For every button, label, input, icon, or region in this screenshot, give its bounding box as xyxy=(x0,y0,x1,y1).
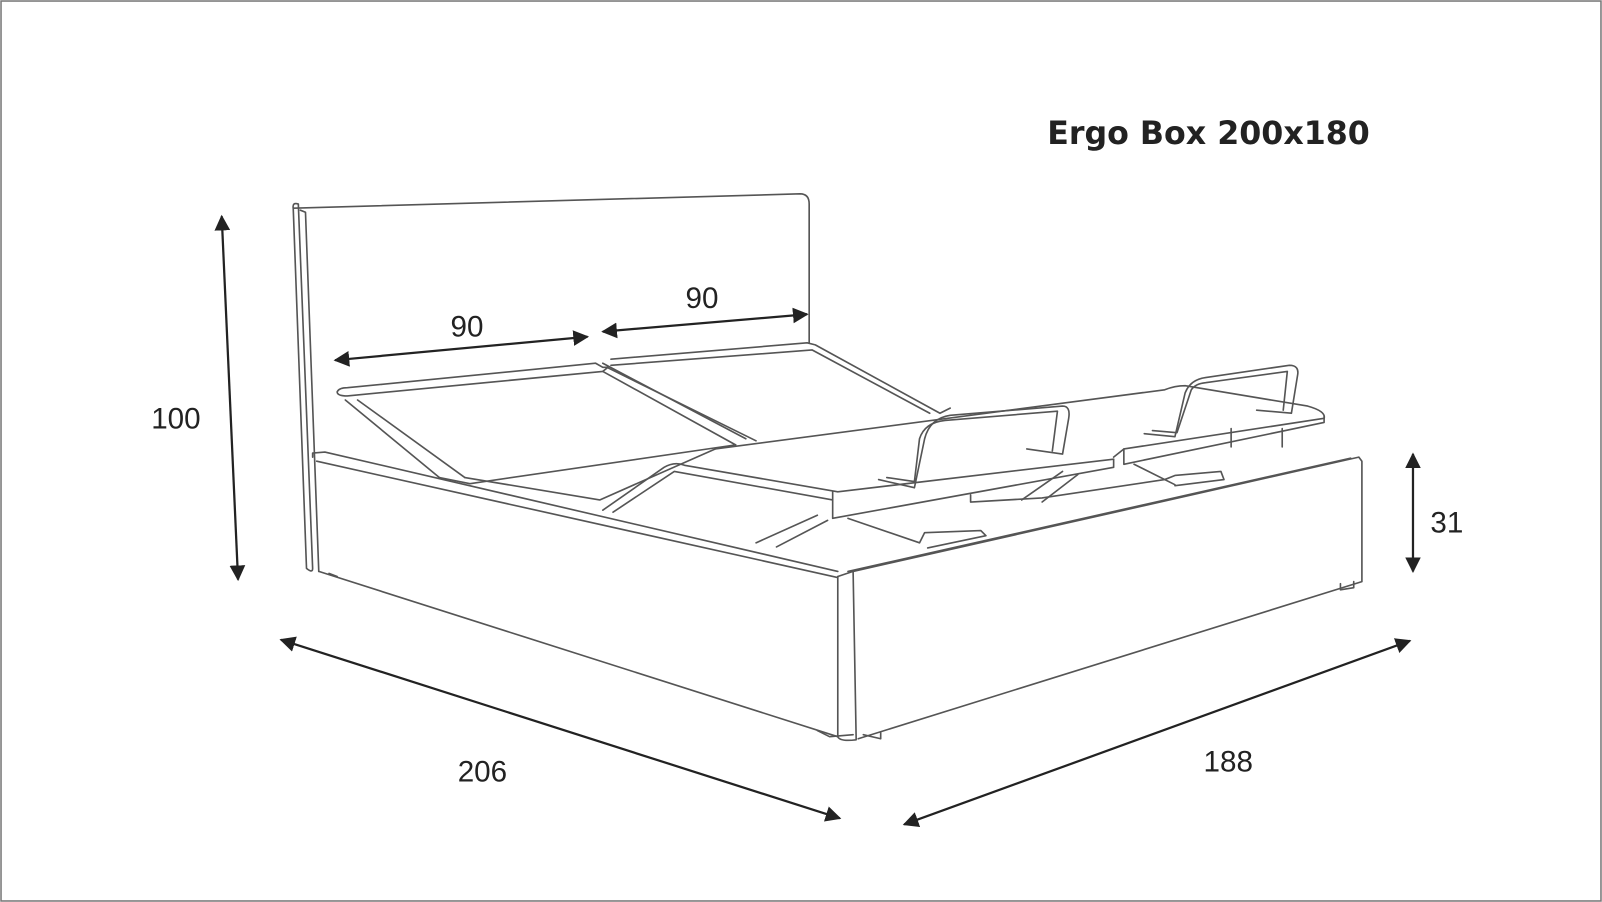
width-label: 188 xyxy=(1204,745,1253,778)
length-arrow xyxy=(279,636,842,822)
right-segment-label: 90 xyxy=(686,282,719,315)
left-segment-arrow xyxy=(333,330,590,367)
headboard xyxy=(292,193,810,573)
base-height-label: 31 xyxy=(1430,507,1463,540)
left-segment-label: 90 xyxy=(451,311,484,344)
width-arrow xyxy=(902,638,1412,828)
adjustable-frame xyxy=(336,342,1326,549)
product-title: Ergo Box 200x180 xyxy=(1047,116,1370,152)
height-arrow xyxy=(214,214,246,582)
side-rails xyxy=(877,364,1299,489)
right-segment-arrow xyxy=(601,307,809,339)
bed-base xyxy=(311,451,1363,742)
length-label: 206 xyxy=(458,756,507,789)
headboard-height-label: 100 xyxy=(151,403,200,436)
